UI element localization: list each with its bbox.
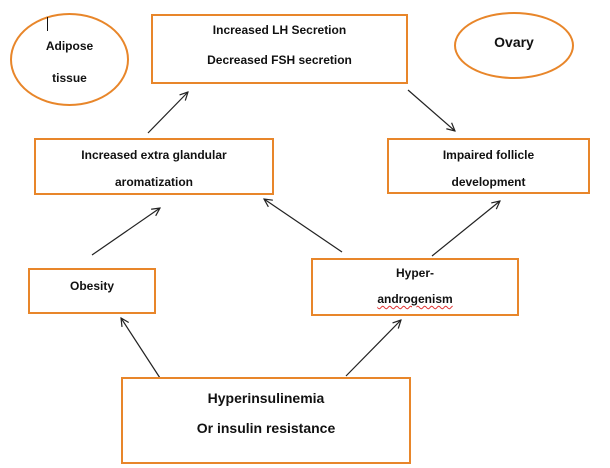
lh-fsh-line2: Decreased FSH secretion — [207, 53, 352, 67]
arrow-hyperandrogenism-to-follicle — [431, 201, 500, 257]
lh-fsh-line1: Increased LH Secretion — [212, 23, 347, 37]
follicle-line2: development — [451, 175, 526, 189]
hyperinsulinemia-line1: Hyperinsulinemia — [207, 390, 325, 406]
arrow-hyperandrogenism-to-aromatization — [264, 199, 343, 253]
hyperandrogenism-line2-text: androgenism — [377, 292, 453, 306]
hyperinsulinemia-box: Hyperinsulinemia Or insulin resistance — [121, 377, 411, 464]
arrow-obesity-to-aromatization — [91, 208, 160, 256]
aromatization-line1: Increased extra glandular — [81, 148, 227, 162]
adipose-tissue-oval: Adipose tissue — [10, 13, 129, 106]
ovary-oval: Ovary — [454, 12, 574, 79]
aromatization-box: Increased extra glandular aromatization — [34, 138, 274, 195]
hyperandrogenism-line2: androgenism — [313, 292, 517, 306]
hyperandrogenism-box: Hyper- androgenism — [311, 258, 519, 316]
arrow-aromatization-to-lh — [147, 92, 188, 134]
ovary-label: Ovary — [494, 34, 534, 50]
obesity-box: Obesity — [28, 268, 156, 314]
lh-fsh-box: Increased LH Secretion Decreased FSH sec… — [151, 14, 408, 84]
arrow-lh-to-follicle — [407, 89, 455, 131]
aromatization-line2: aromatization — [114, 175, 193, 189]
arrow-hyperinsulinemia-to-obesity — [121, 318, 161, 379]
impaired-follicle-box: Impaired follicle development — [387, 138, 590, 194]
hyperinsulinemia-line2: Or insulin resistance — [196, 420, 336, 436]
arrow-hyperinsulinemia-to-hyperandrogenism — [345, 320, 401, 377]
adipose-label-line1: Adipose — [45, 39, 94, 53]
adipose-label-line2: tissue — [52, 71, 87, 85]
hyperandrogenism-line1: Hyper- — [395, 266, 434, 280]
text-cursor — [47, 17, 48, 31]
follicle-line1: Impaired follicle — [442, 148, 535, 162]
obesity-label: Obesity — [69, 279, 114, 293]
